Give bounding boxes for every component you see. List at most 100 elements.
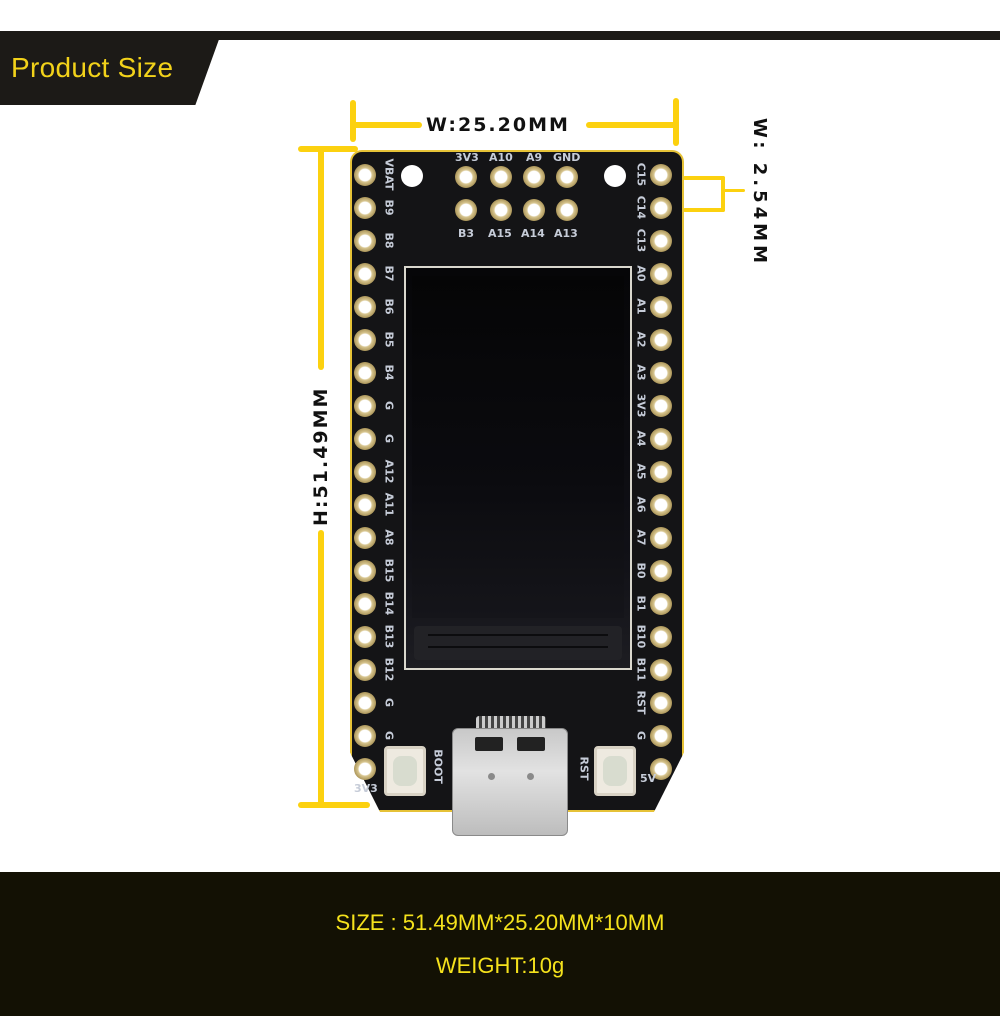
pin-left (354, 263, 376, 285)
label-right-pin: C14 (634, 195, 648, 220)
usb-c-connector (452, 728, 568, 836)
pin-right (650, 230, 672, 252)
pin-right (650, 395, 672, 417)
reset-button (594, 746, 636, 796)
pin-left (354, 362, 376, 384)
pin-left (354, 164, 376, 186)
pitch-dim-bottom (683, 208, 725, 212)
width-dim-left-tick (350, 100, 356, 142)
label-right-pin: B10 (634, 624, 648, 649)
label-left-pin: A8 (382, 529, 396, 546)
label-left-pin: B15 (382, 558, 396, 583)
reset-button-label: RST (577, 756, 591, 781)
label-top-b3: B3 (458, 227, 475, 240)
label-right-pin: A1 (634, 298, 648, 315)
boot-button-label: BOOT (431, 749, 445, 784)
pin-left (354, 461, 376, 483)
boot-button (384, 746, 426, 796)
label-left-pin: A11 (382, 492, 396, 517)
label-right-pin: A5 (634, 463, 648, 480)
height-dim-line-bottom (318, 530, 324, 806)
label-right-pin: A0 (634, 265, 648, 282)
pin-left (354, 395, 376, 417)
pin-left (354, 230, 376, 252)
label-right-pin: A7 (634, 529, 648, 546)
height-dim-line-top (318, 148, 324, 370)
pin-left (354, 692, 376, 714)
height-dimension-label: H:51.49MM (310, 382, 332, 530)
label-right-pin: B1 (634, 595, 648, 612)
pin-top-a10 (490, 166, 512, 188)
label-top-a9: A9 (526, 151, 543, 164)
label-left-pin: B5 (382, 331, 396, 348)
label-right-pin: G (634, 730, 648, 741)
header-bar (0, 31, 1000, 40)
pin-left (354, 197, 376, 219)
label-right-pin: A2 (634, 331, 648, 348)
height-dim-bottom-tick (298, 802, 370, 808)
label-left-pin: A12 (382, 459, 396, 484)
label-left-pin: VBAT (382, 158, 396, 191)
section-title: Product Size (11, 52, 174, 83)
pin-left (354, 593, 376, 615)
pin-left (354, 626, 376, 648)
pin-right (650, 626, 672, 648)
pin-right (650, 560, 672, 582)
label-right-pin: C15 (634, 162, 648, 187)
label-right-pin: C13 (634, 228, 648, 253)
reset-button-cap (603, 756, 627, 786)
pitch-dim-top (683, 176, 725, 180)
pitch-dim-leader (723, 189, 745, 192)
label-top-gnd: GND (553, 151, 581, 164)
mounting-hole-right (604, 165, 626, 187)
spec-footer (0, 872, 1000, 1016)
header-tab (0, 31, 222, 105)
pin-top-a9 (523, 166, 545, 188)
pin-right (650, 659, 672, 681)
pin-top-a14 (523, 199, 545, 221)
pin-right (650, 593, 672, 615)
pin-left (354, 428, 376, 450)
label-left-pin: B8 (382, 232, 396, 249)
mounting-hole-left (401, 165, 423, 187)
height-dim-top-tick (298, 146, 358, 152)
lcd-display (404, 266, 632, 670)
label-left-pin: B14 (382, 591, 396, 616)
label-top-a15: A15 (488, 227, 512, 240)
usb-c-slot-left (475, 737, 503, 751)
pin-right (650, 329, 672, 351)
pin-right (650, 692, 672, 714)
label-top-a13: A13 (554, 227, 578, 240)
pin-right (650, 428, 672, 450)
lcd-panel (412, 276, 624, 618)
label-top-3v3: 3V3 (455, 151, 479, 164)
pin-left (354, 659, 376, 681)
pin-right (650, 164, 672, 186)
pitch-dimension-label: W: 2.54MM (749, 118, 770, 268)
pin-right (650, 197, 672, 219)
boot-button-cap (393, 756, 417, 786)
label-right-pin: 5V (640, 772, 657, 785)
label-left-pin: G (382, 433, 396, 444)
label-right-pin: A3 (634, 364, 648, 381)
pitch-dim-bracket (721, 176, 725, 212)
label-right-pin: RST (634, 690, 648, 715)
pin-left (354, 329, 376, 351)
label-left-pin: B7 (382, 265, 396, 282)
pin-top-3v3 (455, 166, 477, 188)
width-dimension-label: W:25.20MM (422, 114, 574, 136)
label-right-pin: B11 (634, 657, 648, 682)
label-right-pin: A4 (634, 430, 648, 447)
pin-right (650, 758, 672, 780)
label-right-pin: 3V3 (634, 393, 648, 418)
usb-c-slot-right (517, 737, 545, 751)
label-top-a14: A14 (521, 227, 545, 240)
width-dim-line-left (352, 122, 422, 128)
label-left-pin: B6 (382, 298, 396, 315)
label-left-pin: B9 (382, 199, 396, 216)
pin-top-b3 (455, 199, 477, 221)
label-left-pin: G (382, 697, 396, 708)
label-left-pin: G (382, 400, 396, 411)
pin-top-gnd (556, 166, 578, 188)
pin-left (354, 527, 376, 549)
